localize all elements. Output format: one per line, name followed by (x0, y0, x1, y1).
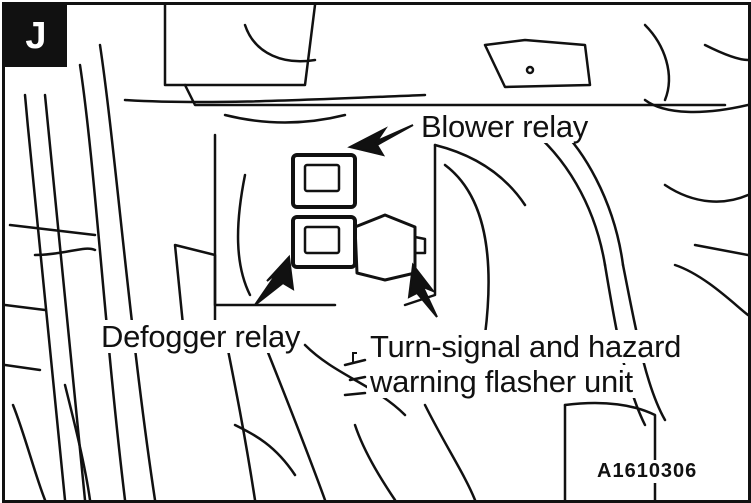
blower-relay-label: Blower relay (418, 110, 591, 143)
flasher-unit-label-line2: warning flasher unit (367, 365, 636, 398)
section-badge: J (5, 5, 67, 67)
relay-location-illustration (5, 5, 748, 500)
flasher-unit-label-line1: Turn-signal and hazard (367, 330, 685, 363)
defogger-relay-label: Defogger relay (98, 320, 304, 353)
figure-code: A1610306 (595, 460, 700, 483)
